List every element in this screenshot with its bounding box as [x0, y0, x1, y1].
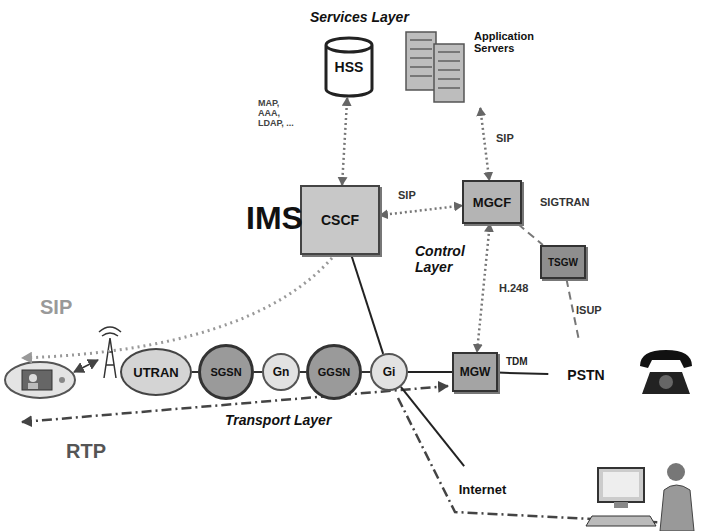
- edge-label: ISUP: [576, 304, 602, 316]
- node-label: Gi: [383, 365, 396, 379]
- radio-link: [74, 360, 98, 372]
- connector: [498, 373, 548, 374]
- layer-cloud: Transport LayerUTRANSGSNGnGGSNGi: [85, 292, 480, 457]
- rtp-flow: [398, 398, 692, 524]
- node-label: TSGW: [548, 257, 578, 268]
- edge-label: SIGTRAN: [540, 196, 590, 208]
- connector: [480, 108, 489, 180]
- network-cloud: Internet: [430, 458, 535, 520]
- telephone: [640, 350, 692, 394]
- router-circle: GGSN: [306, 344, 362, 400]
- mobile-terminal: [5, 362, 75, 398]
- free-label: SIP: [40, 296, 72, 319]
- sip-flow: [22, 258, 332, 358]
- free-label: RTP: [66, 440, 106, 463]
- interface-circle: Gi: [370, 353, 408, 391]
- node-label: Services Layer: [310, 9, 625, 25]
- tsgw-box: TSGW: [540, 245, 586, 279]
- connector: [351, 255, 383, 354]
- node-label: PSTN: [567, 367, 604, 383]
- network-cloud: PSTN: [540, 335, 632, 415]
- utran-ellipse: UTRAN: [120, 348, 192, 396]
- connector: [477, 224, 490, 352]
- interface-circle: Gn: [262, 353, 300, 391]
- connector: [254, 371, 262, 373]
- mgcf-box: MGCF: [462, 180, 522, 224]
- layer-cloud: Control Layer MGCF: [385, 125, 595, 340]
- connector: [518, 224, 543, 245]
- server-group: Application Servers: [400, 24, 550, 108]
- node-label: Gn: [273, 365, 290, 379]
- router-circle: SGSN: [198, 344, 254, 400]
- connector: [362, 371, 370, 373]
- node-label: CSCF: [321, 212, 359, 228]
- node-label: SGSN: [210, 366, 241, 378]
- edge-label: MAP, AAA, LDAP, ...: [258, 98, 300, 128]
- node-label: Internet: [459, 482, 507, 497]
- node-label: Control Layer: [415, 243, 475, 275]
- node-label: HSS: [335, 59, 364, 75]
- node-label: MGCF: [473, 195, 511, 210]
- edge-label: H.248: [499, 282, 528, 294]
- free-label: IMS: [246, 200, 303, 237]
- pc-user: [586, 463, 694, 531]
- node-label: GGSN: [318, 366, 350, 378]
- cloud-outline: [385, 125, 595, 340]
- node-label: Transport Layer: [225, 412, 620, 428]
- database-cylinder: HSS: [323, 36, 375, 98]
- edge-label: SIP: [496, 132, 514, 144]
- connector: [342, 98, 347, 185]
- node-label: MGW: [460, 365, 491, 379]
- connector: [380, 206, 462, 216]
- node-label: UTRAN: [133, 365, 179, 380]
- node-label: Application Servers: [474, 30, 546, 54]
- mgw-box: MGW: [452, 352, 498, 392]
- layer-cloud: Services LayerHSSApplication Servers: [250, 0, 565, 130]
- server-icon: [400, 24, 474, 108]
- connector: [408, 371, 452, 373]
- cscf-box: CSCF: [300, 185, 380, 255]
- connector: [401, 387, 464, 466]
- edge-label: SIP: [398, 189, 416, 201]
- edge-label: TDM: [506, 356, 528, 367]
